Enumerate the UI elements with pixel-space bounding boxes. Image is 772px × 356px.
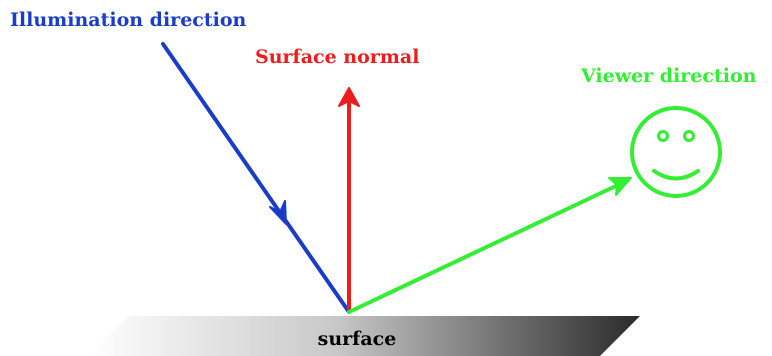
viewer-direction-label: Viewer direction <box>580 65 757 87</box>
smiley-face-icon <box>630 106 722 198</box>
surface-plane <box>88 316 640 356</box>
smiley-left-eye <box>657 130 669 142</box>
surface-normal-label: Surface normal <box>255 46 419 68</box>
viewer-direction-arrowhead <box>608 177 632 196</box>
smiley-right-eye <box>683 130 695 142</box>
illumination-label: Illumination direction <box>10 9 247 31</box>
viewer-direction-arrow <box>347 177 632 314</box>
smiley-mouth <box>652 169 700 181</box>
illumination-arrowhead <box>269 200 287 225</box>
surface-normal-arrowhead <box>338 87 360 107</box>
illumination-arrow <box>161 42 351 314</box>
surface-label: surface <box>318 328 397 350</box>
surface-normal-arrow <box>338 87 360 312</box>
